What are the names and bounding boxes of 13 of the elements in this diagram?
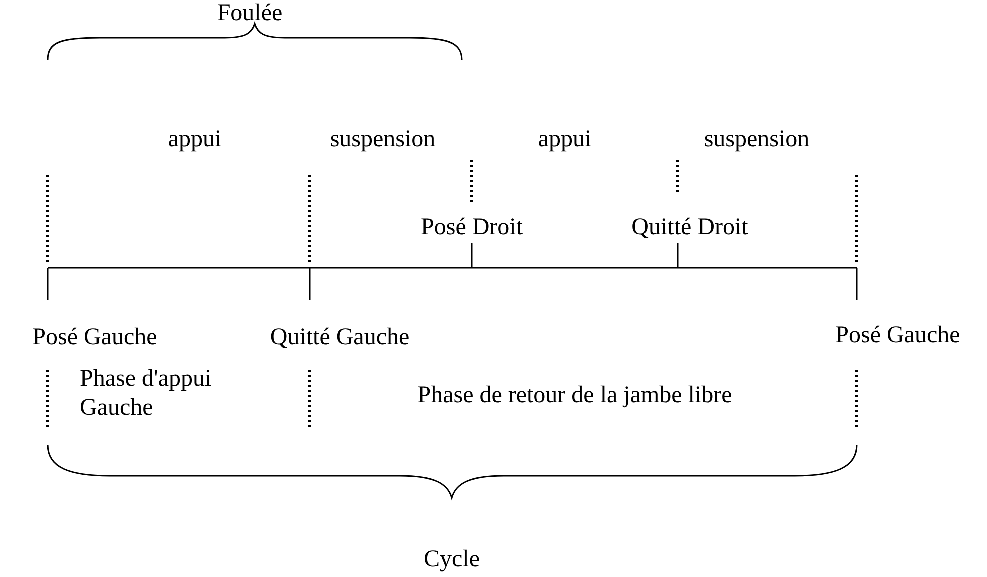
phase-label: suspension	[330, 126, 436, 154]
event-label: Posé Gauche	[836, 322, 960, 350]
event-label: Quitté Droit	[632, 214, 748, 242]
phase-label: appui	[168, 126, 222, 154]
brace-label: Foulée	[217, 0, 283, 28]
event-label: Posé Gauche	[32, 324, 158, 352]
phase-label: appui	[538, 126, 592, 154]
phase-label: suspension	[704, 126, 810, 154]
phase-label: Phase d'appui Gauche	[80, 365, 213, 423]
event-label: Quitté Gauche	[270, 324, 410, 352]
event-label: Posé Droit	[421, 214, 523, 242]
phase-label: Phase de retour de la jambe libre	[418, 382, 732, 410]
brace-label: Cycle	[424, 546, 480, 574]
